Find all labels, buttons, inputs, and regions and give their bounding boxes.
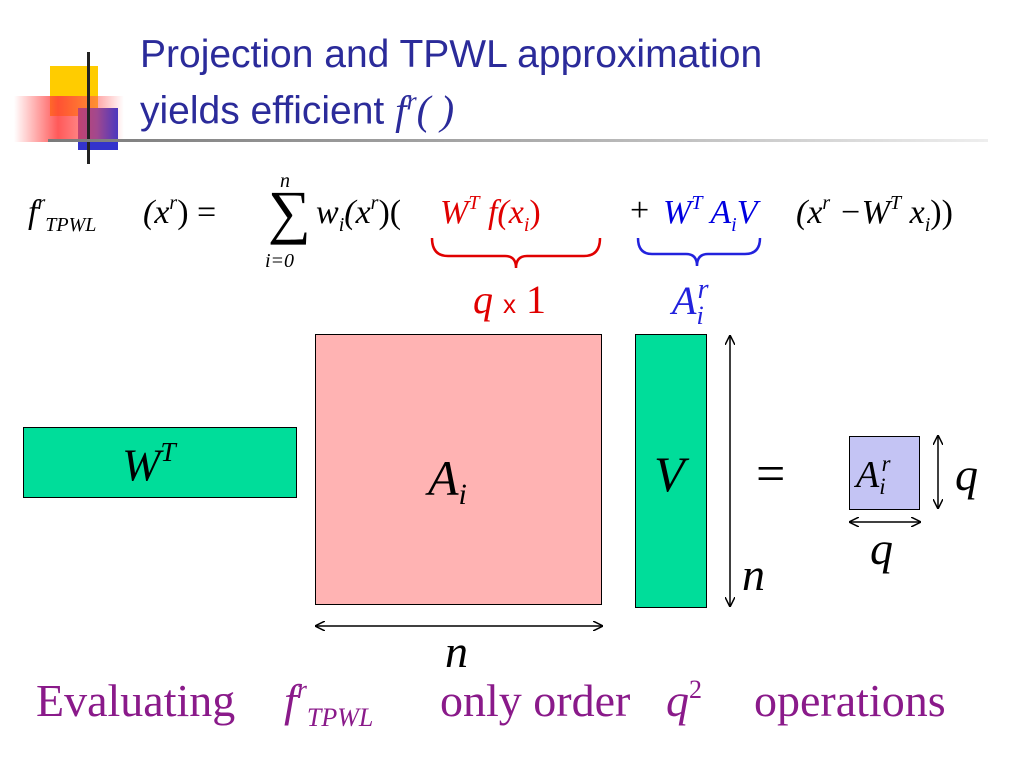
eq-red-sup: T [468,192,480,214]
bottom-f-sub: TPWL [306,703,374,732]
bottom-f-tpwl: frTPWL [284,674,373,733]
eq-plus: + [630,192,650,229]
title-line-2: yields efficient fr( ) [140,78,762,135]
air-sup: r [881,451,891,476]
eq-blue-sup: T [691,192,703,214]
red-brace-label: q x 1 [473,276,546,323]
title-func-args: ( ) [416,86,455,133]
eq-weight: wi(xr)( [316,192,401,237]
blue-underbrace [636,237,762,267]
ai-block: Ai [315,334,602,605]
title-func-name: f [395,86,407,133]
tpwl-equation: frTPWL (xr) = n ∑ i=0 wi(xr)( WT f(xi) +… [28,170,1018,272]
air-base: A [856,453,880,496]
wt-block: WT [23,427,297,498]
eq-tail-open: (x [796,194,823,231]
title-underline [48,139,988,142]
eq-lhs-args: (xr) = [143,192,216,232]
eq-sum-symbol: ∑ [268,179,311,245]
red-label-x: x [503,289,516,319]
eq-red-f: f [487,194,498,231]
wt-sup: T [160,436,176,467]
eq-tail-W-sup: T [889,192,902,214]
eq-w-arg-sup: r [370,192,379,214]
eq-tail: (xr −WT xi)) [796,192,953,237]
eq-lhs-f: f [28,194,38,231]
blue-label-sub: i [696,301,704,330]
eq-blue-V: V [736,194,758,231]
air-label: Air [856,451,890,500]
eq-w: w [316,194,339,231]
eq-lhs-close: ) = [177,194,217,231]
eq-red-args: (x [497,194,524,231]
eq-lhs-sup: r [37,192,46,214]
logo-vertical-line [87,52,90,164]
eq-w-args: (x [344,194,371,231]
v-block: V [635,334,707,608]
eq-sum-lower: i=0 [265,250,295,272]
bottom-prefix: Evaluating [36,675,236,726]
ai-width-label: n [445,626,468,677]
bottom-q-sup: 2 [689,675,702,704]
air-block: Air [849,436,920,510]
ai-label: Ai [428,449,467,512]
v-height-label: n [742,549,765,600]
bottom-f: f [284,675,297,726]
title-line-2-text: yields efficient [140,89,385,133]
eq-tail-close: )) [930,194,953,231]
slide-title: Projection and TPWL approximation yields… [140,32,762,135]
eq-sum-upper: n [280,170,290,192]
eq-blue-W: W [663,194,692,231]
slide-logo-decoration [0,0,140,170]
eq-lhs-arg-sup: r [169,192,178,214]
blue-brace-label: Air [672,274,709,331]
red-label-one: 1 [526,277,546,322]
eq-red-sub: i [523,214,530,236]
eq-blue-term: WT AiV [663,192,757,237]
air-height-label: q [955,449,978,500]
v-label: V [654,446,685,502]
red-label-q: q [473,277,493,322]
bottom-suffix: operations [754,675,946,726]
bottom-middle: only order [440,675,631,726]
eq-w-sub: i [338,214,345,236]
blue-label-A: A [672,278,697,323]
eq-tail-x-sub: i [924,214,931,236]
eq-tail-x: x [909,194,925,231]
equals-sign: = [756,446,786,503]
wt-base: W [122,439,161,491]
eq-lhs: frTPWL [28,192,96,237]
eq-lhs-args-text: (x [143,194,170,231]
title-line-1: Projection and TPWL approximation [140,33,763,76]
bottom-q-squared: q2 [666,674,702,727]
ai-base: A [428,450,459,506]
eq-blue-A: A [710,194,732,231]
eq-tail-minus: −W [838,194,890,231]
bottom-f-sup: r [296,675,307,704]
title-func-sup: r [406,86,417,115]
ai-sub: i [458,478,467,511]
eq-tail-sup: r [822,192,831,214]
air-sub: i [879,473,886,499]
eq-red-term: WT f(xi) [440,192,541,237]
eq-lhs-sub: TPWL [45,214,97,236]
eq-red-close: ) [529,194,541,231]
wt-label: WT [122,436,176,491]
blue-label-sup: r [697,274,709,305]
logo-red-gradient [14,96,124,142]
eq-blue-A-sub: i [731,214,737,236]
eq-red-W: W [440,194,469,231]
title-function: fr( ) [395,86,455,133]
bottom-q: q [666,675,689,726]
eq-w-close: )( [378,194,402,231]
air-width-label: q [870,523,893,574]
red-underbrace [430,237,602,269]
